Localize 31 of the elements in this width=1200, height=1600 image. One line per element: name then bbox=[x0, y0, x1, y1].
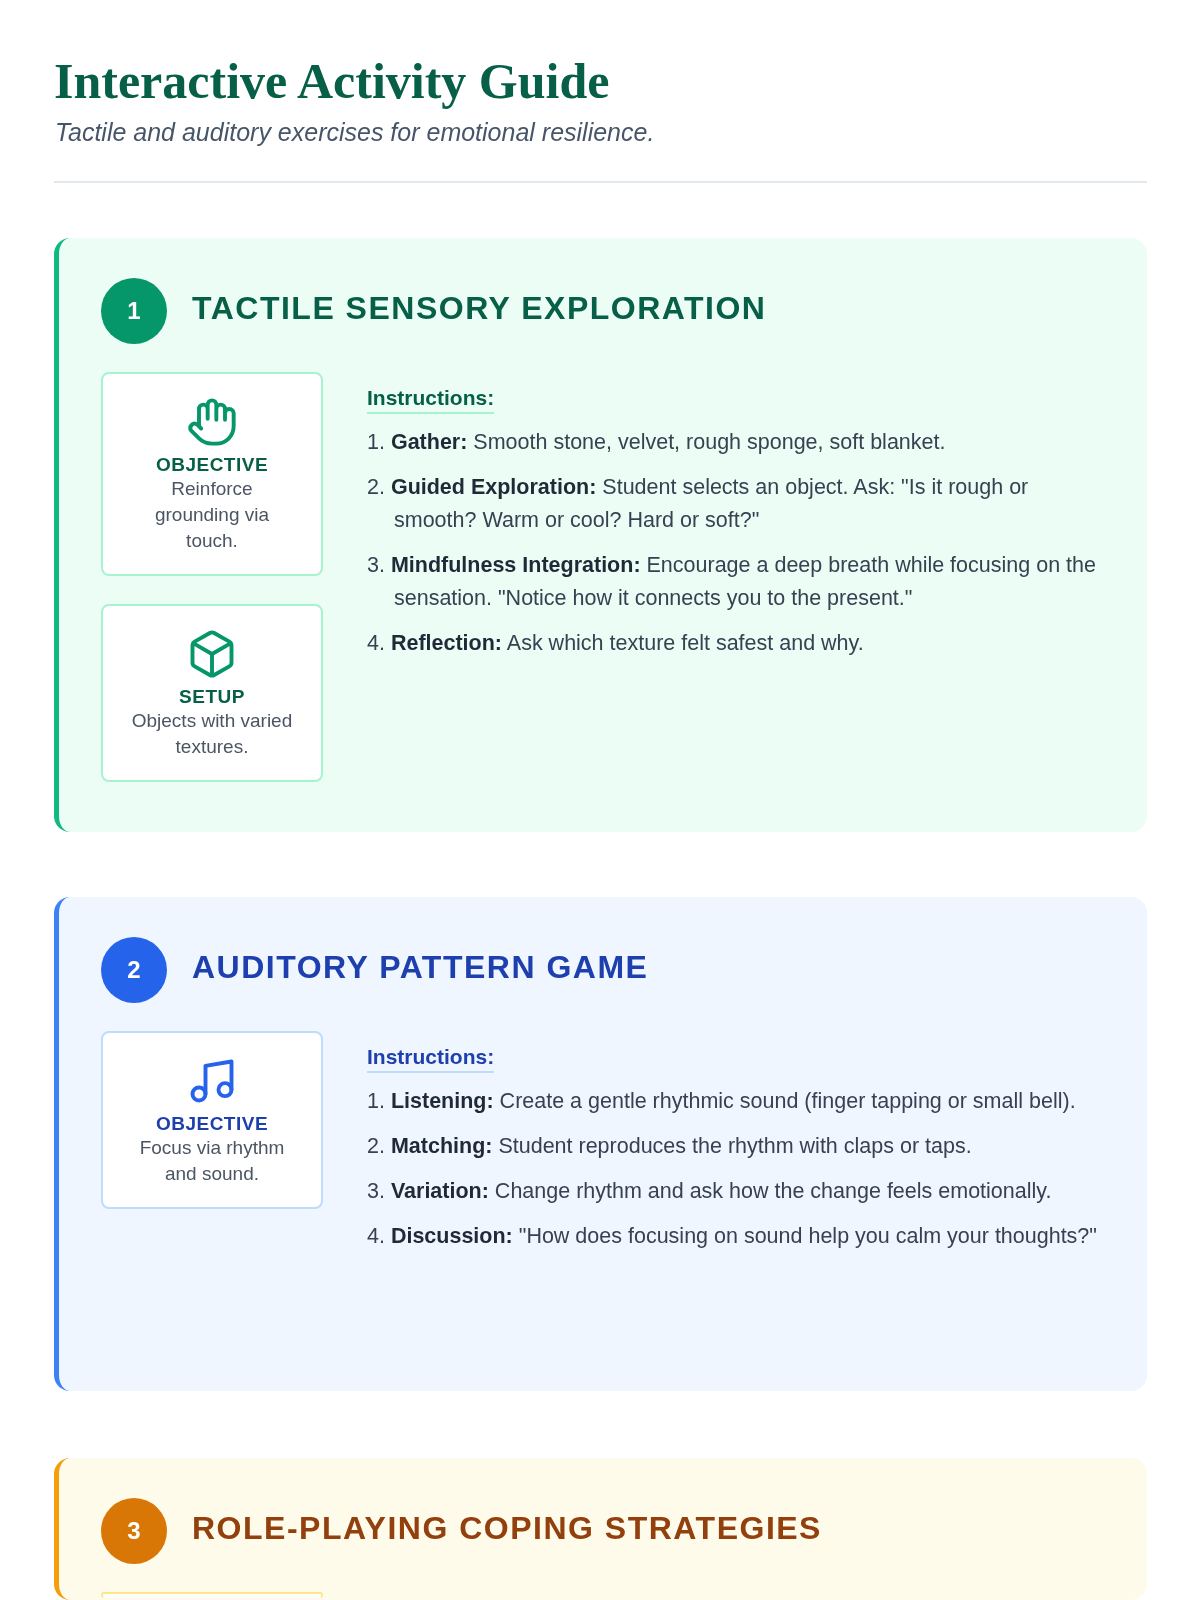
instruction-step: 1. Listening: Create a gentle rhythmic sound (finger tapping or small bell). bbox=[367, 1085, 1097, 1118]
activity-panel bbox=[54, 1458, 1147, 1600]
instructions-heading: Instructions: bbox=[367, 386, 495, 414]
section-heading: AUDITORY PATTERN GAME bbox=[192, 949, 649, 986]
instruction-step: 3. Variation: Change rhythm and ask how the change feels emotionally. bbox=[367, 1175, 1097, 1208]
card-label: OBJECTIVE bbox=[155, 1113, 269, 1135]
instruction-step: 1. Gather: Smooth stone, velvet, rough sponge, soft blanket. bbox=[367, 426, 1097, 459]
card-description: Focus via rhythm and sound. bbox=[138, 1136, 286, 1186]
step-number-badge: 3 bbox=[101, 1498, 167, 1564]
page-title: Interactive Activity Guide bbox=[54, 52, 610, 110]
instruction-step: 2. Matching: Student reproduces the rhythm with claps or taps. bbox=[367, 1130, 1097, 1163]
card-description: Objects with varied textures. bbox=[130, 709, 294, 759]
card-description: Reinforce grounding via touch. bbox=[153, 477, 271, 553]
activity-panel bbox=[54, 897, 1147, 1391]
card-outline bbox=[101, 1592, 323, 1598]
activity-panel bbox=[54, 238, 1147, 832]
instruction-step: 3. Mindfulness Integration: Encourage a deep breath while focusing on the sensation. "Notice how it connects you to the present." bbox=[367, 549, 1097, 615]
instruction-step: 4. Reflection: Ask which texture felt safest and why. bbox=[367, 627, 1097, 660]
info-card bbox=[101, 1031, 323, 1209]
instructions-heading: Instructions: bbox=[367, 1045, 495, 1073]
subtitle: Tactile and auditory exercises for emotional resilience. bbox=[55, 118, 655, 147]
card-label: OBJECTIVE bbox=[155, 454, 269, 476]
step-number-badge: 1 bbox=[101, 278, 167, 344]
info-card bbox=[101, 604, 323, 782]
step-number-badge: 2 bbox=[101, 937, 167, 1003]
card-label: SETUP bbox=[179, 686, 245, 708]
section-heading: ROLE-PLAYING COPING STRATEGIES bbox=[192, 1510, 822, 1547]
section-heading: TACTILE SENSORY EXPLORATION bbox=[192, 290, 767, 327]
instruction-step: 2. Guided Exploration: Student selects an object. Ask: "Is it rough or smooth? Warm or cool? Hard or soft?" bbox=[367, 471, 1097, 537]
instruction-step: 4. Discussion: "How does focusing on sound help you calm your thoughts?" bbox=[367, 1220, 1097, 1253]
info-card bbox=[101, 372, 323, 576]
